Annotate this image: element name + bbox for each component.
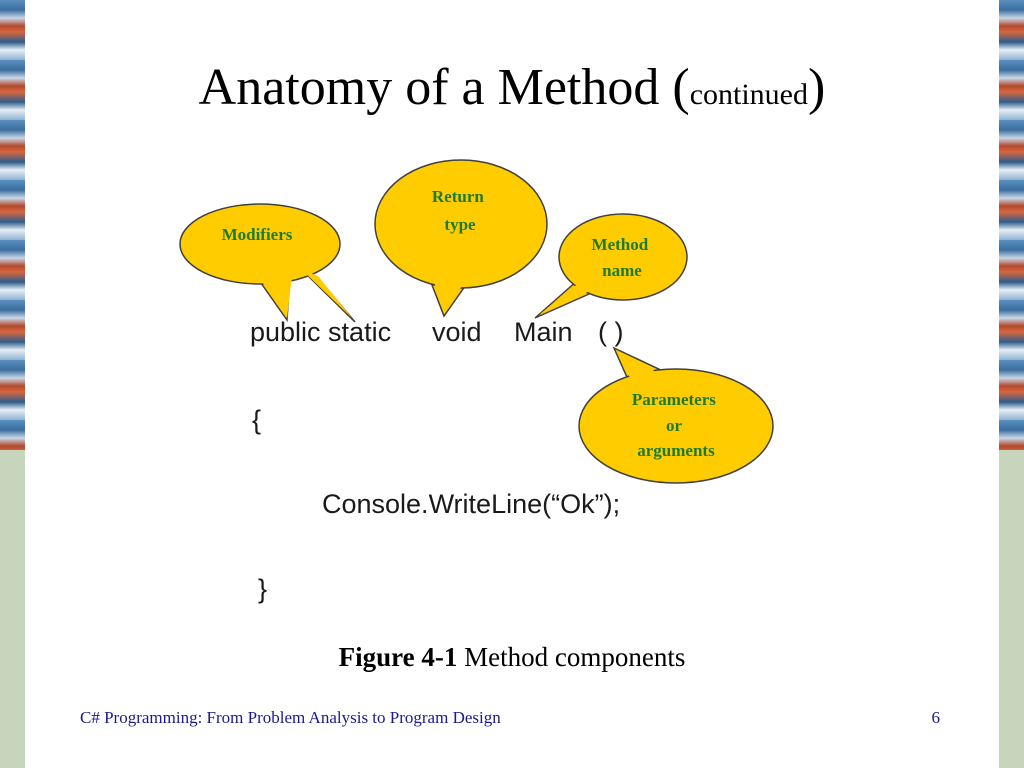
callout-parameters-text: Parameters or arguments — [632, 390, 720, 460]
slide-title: Anatomy of a Method (continued) — [0, 58, 1024, 117]
method-anatomy-diagram: Modifiers Return type Method name Parame… — [179, 159, 774, 484]
callout-modifiers-line: Modifiers — [222, 225, 293, 244]
page-number: 6 — [931, 708, 941, 727]
figure-text: Method components — [464, 642, 686, 672]
title-continued: continued — [689, 78, 808, 111]
right-photo-strip — [999, 0, 1024, 450]
right-decorative-strip — [999, 0, 1024, 768]
callout-parameters-line1: Parameters — [632, 390, 716, 409]
code-open-brace: { — [252, 405, 262, 435]
callout-modifiers-text: Modifiers — [222, 225, 293, 244]
callout-method-name-text: Method name — [592, 235, 653, 280]
title-close: ) — [808, 59, 826, 116]
callout-method-name: Method name — [534, 213, 688, 319]
code-main: Main — [514, 317, 573, 347]
right-sage-strip — [999, 450, 1024, 768]
callout-return-type: Return type — [374, 159, 548, 318]
code-public-static: public static — [250, 317, 392, 347]
callout-method-name-line2: name — [602, 261, 642, 280]
title-main: Anatomy of a Method ( — [198, 59, 690, 116]
code-void: void — [432, 317, 482, 347]
callout-parameters: Parameters or arguments — [578, 346, 774, 484]
code-close-brace: } — [258, 574, 268, 604]
code-parens: ( ) — [598, 317, 624, 347]
callout-return-type-line1: Return — [432, 187, 484, 206]
left-decorative-strip — [0, 0, 25, 768]
callout-modifiers: Modifiers — [179, 203, 356, 323]
left-sage-strip — [0, 450, 25, 768]
figure-caption: Figure 4-1 Method components — [0, 642, 1024, 673]
callout-method-name-line1: Method — [592, 235, 649, 254]
footer-text: C# Programming: From Problem Analysis to… — [80, 708, 501, 727]
left-photo-strip — [0, 0, 25, 450]
callout-parameters-line2: or — [666, 416, 683, 435]
figure-label: Figure 4-1 — [338, 642, 458, 672]
callout-return-type-text: Return type — [432, 187, 488, 234]
callout-return-type-line2: type — [444, 215, 476, 234]
callout-parameters-line3: arguments — [637, 441, 715, 460]
code-console-writeline: Console.WriteLine(“Ok”); — [322, 489, 621, 519]
